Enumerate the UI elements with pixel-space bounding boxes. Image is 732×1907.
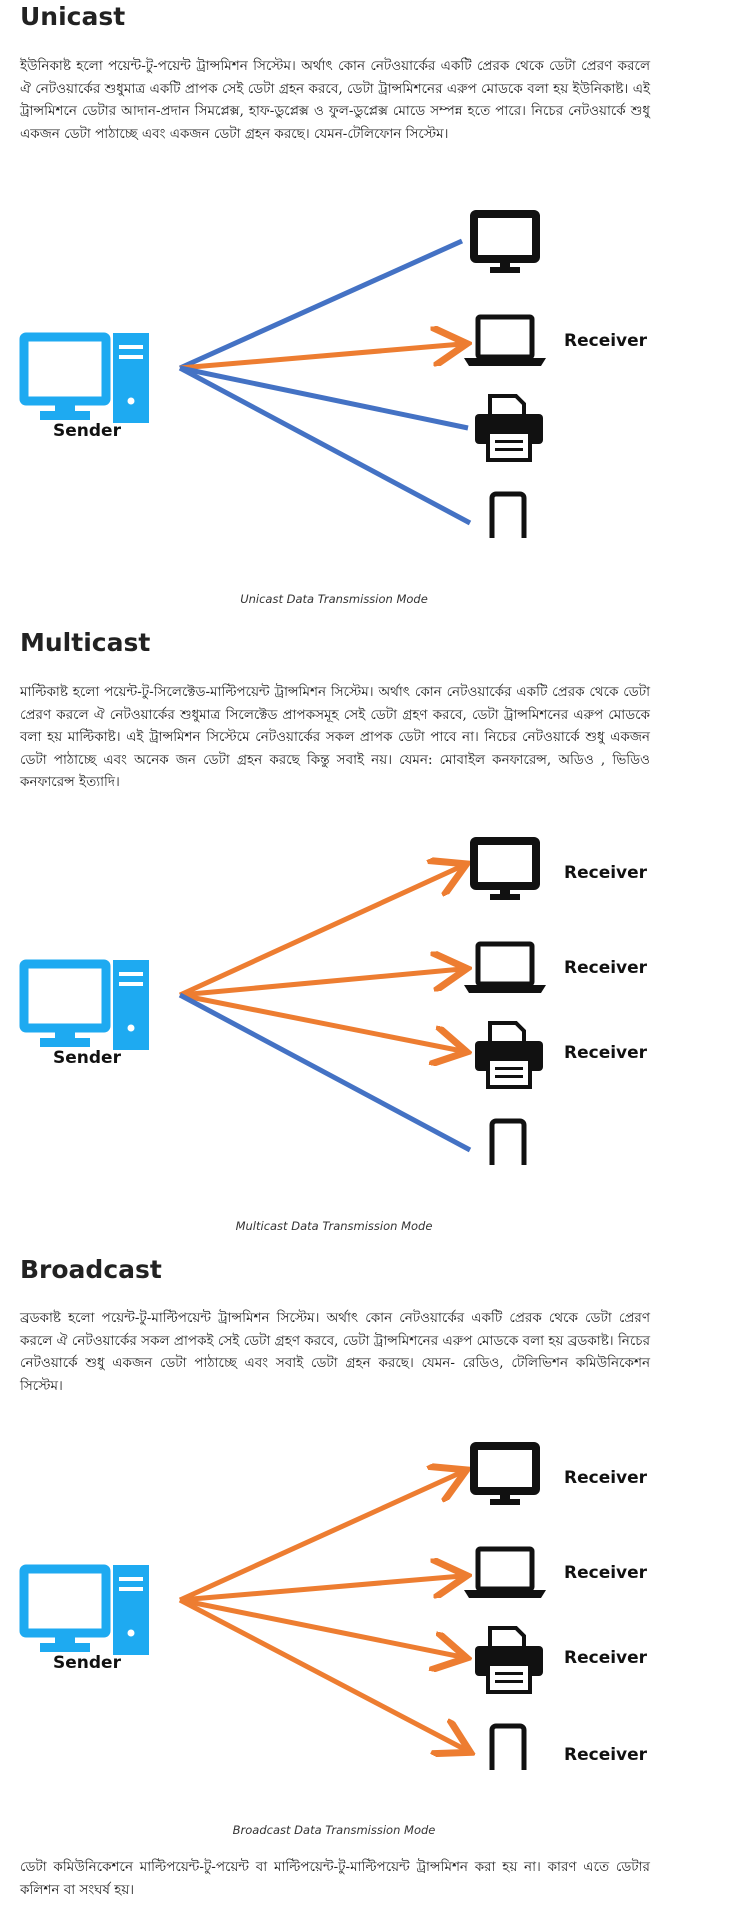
section-body-multicast: মাল্টিকাষ্ট হলো পয়েন্ট-টু-সিলেক্টেড-মাল… xyxy=(20,684,650,790)
caption-unicast: Unicast Data Transmission Mode xyxy=(240,592,428,606)
phone-icon xyxy=(489,491,527,538)
receiver-label-2: Receiver xyxy=(564,1563,648,1583)
receiver-label-2: Receiver xyxy=(564,331,648,351)
section-title-broadcast: Broadcast xyxy=(20,1255,162,1284)
unicast-diagram: Sender Receiver xyxy=(19,210,648,538)
monitor-icon xyxy=(470,1442,540,1505)
link-line-4 xyxy=(178,365,472,526)
link-line-4 xyxy=(178,1597,466,1750)
sender-label: Sender xyxy=(53,421,122,441)
link-line-4 xyxy=(178,992,472,1153)
laptop-icon xyxy=(464,1546,546,1598)
phone-icon xyxy=(489,1723,527,1770)
link-line-2 xyxy=(179,969,462,998)
laptop-icon xyxy=(464,941,546,993)
sender-label: Sender xyxy=(53,1048,122,1068)
sender-computer-icon xyxy=(19,332,149,423)
footer-note: ডেটা কমিউনিকেশনে মাল্টিপয়েন্ট-টু-পয়েন্… xyxy=(20,1859,650,1898)
laptop-icon xyxy=(464,314,546,366)
section-body-broadcast: ব্রডকাষ্ট হলো পয়েন্ট-টু-মাল্টিপয়েন্ট ট… xyxy=(20,1310,650,1394)
link-line-1 xyxy=(178,866,462,998)
caption-multicast: Multicast Data Transmission Mode xyxy=(235,1219,433,1233)
sender-label: Sender xyxy=(53,1653,122,1673)
printer-icon xyxy=(475,1626,543,1694)
printer-icon xyxy=(475,394,543,462)
sender-computer-icon xyxy=(19,959,149,1050)
link-line-3 xyxy=(179,365,469,431)
receiver-label-1: Receiver xyxy=(564,1468,648,1488)
link-line-2 xyxy=(179,1576,462,1603)
receiver-label-4: Receiver xyxy=(564,1745,648,1765)
section-title-unicast: Unicast xyxy=(20,2,126,31)
receiver-label-1: Receiver xyxy=(564,863,648,883)
sender-computer-icon xyxy=(19,1564,149,1655)
multicast-diagram: Sender Receiver Receiver Receiver xyxy=(19,837,648,1165)
link-line-3 xyxy=(179,1597,462,1657)
link-line-2 xyxy=(179,344,462,371)
section-title-multicast: Multicast xyxy=(20,628,151,657)
printer-icon xyxy=(475,1021,543,1089)
monitor-icon xyxy=(470,210,540,273)
section-body-unicast: ইউনিকাষ্ট হলো পয়েন্ট-টু-পয়েন্ট ট্রান্স… xyxy=(20,58,650,142)
link-line-1 xyxy=(178,238,464,371)
receiver-label-2: Receiver xyxy=(564,958,648,978)
monitor-icon xyxy=(470,837,540,900)
caption-broadcast: Broadcast Data Transmission Mode xyxy=(232,1823,436,1837)
receiver-label-3: Receiver xyxy=(564,1043,648,1063)
receiver-label-3: Receiver xyxy=(564,1648,648,1668)
link-line-3 xyxy=(179,992,462,1051)
phone-icon xyxy=(489,1118,527,1165)
link-line-1 xyxy=(178,1472,462,1603)
broadcast-diagram: Sender Receiver Receiver Receiver Receiv… xyxy=(19,1442,648,1770)
